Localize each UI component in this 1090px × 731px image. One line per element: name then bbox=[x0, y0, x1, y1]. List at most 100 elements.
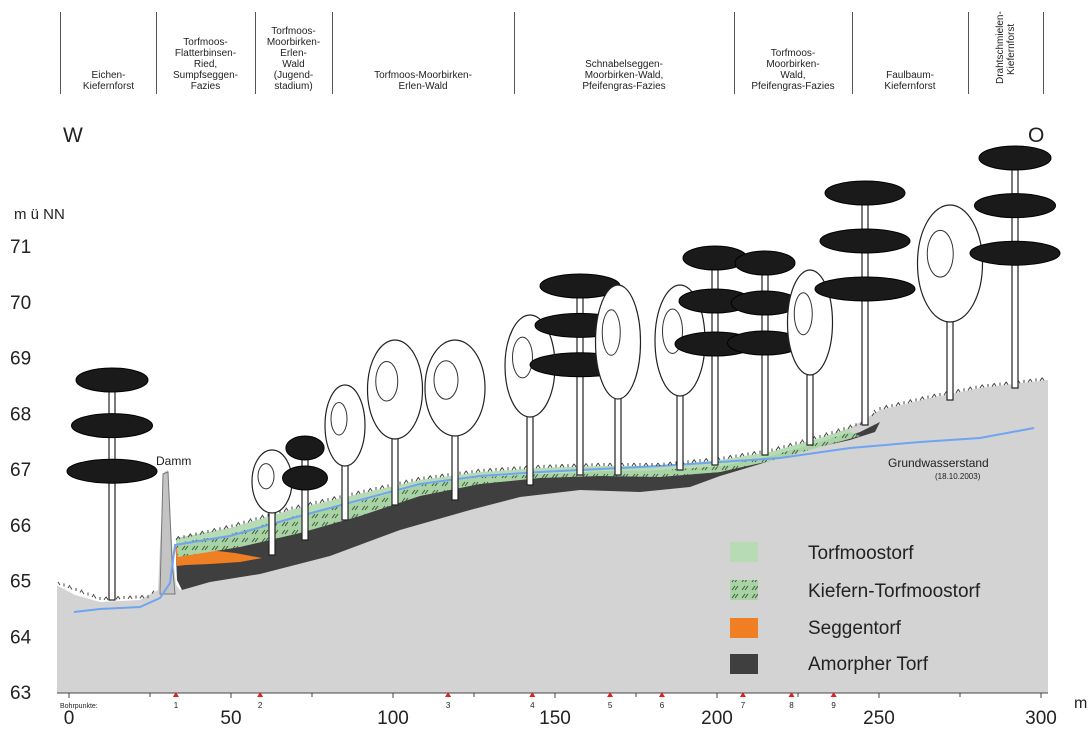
grass-blade bbox=[511, 466, 515, 471]
grass-blade bbox=[931, 394, 935, 398]
grass-blade bbox=[187, 534, 191, 538]
bohrpunkt-marker bbox=[788, 692, 795, 697]
grass-blade bbox=[573, 463, 577, 468]
grass-blade bbox=[57, 581, 61, 586]
broadleaf-tree bbox=[504, 314, 556, 486]
grass-blade bbox=[655, 462, 659, 467]
grass-blade bbox=[535, 464, 539, 469]
grass-blade bbox=[801, 439, 805, 443]
y-tick-label: 67 bbox=[10, 460, 31, 481]
bohrpunkt-label: 8 bbox=[789, 701, 794, 710]
grass-blade bbox=[283, 508, 287, 513]
broadleaf-tree bbox=[654, 284, 706, 471]
mineral-ground bbox=[57, 380, 1048, 693]
grass-blade bbox=[381, 484, 385, 489]
grass-blade bbox=[967, 387, 971, 391]
grass-blade bbox=[969, 386, 973, 390]
grundwasser-date: (18.10.2003) bbox=[935, 472, 981, 481]
bohrpunkt-label: 4 bbox=[530, 701, 535, 710]
zone-eichen-kiefernforst: Eichen- Kiefernforst bbox=[82, 70, 135, 92]
grass-blade bbox=[561, 463, 565, 468]
grass-blade bbox=[417, 476, 421, 481]
grass-blade bbox=[379, 485, 383, 490]
grass-blade bbox=[189, 533, 193, 537]
grass-blade bbox=[369, 487, 373, 492]
grass-blade bbox=[777, 445, 781, 450]
grass-blade bbox=[643, 462, 647, 467]
grass-blade bbox=[907, 400, 911, 404]
grass-blade bbox=[895, 402, 899, 407]
bohrpunkt-marker bbox=[607, 692, 614, 697]
grass-blade bbox=[247, 519, 251, 523]
legend-swatch-kiefern-torfmoostorf bbox=[730, 580, 758, 600]
grass-blade bbox=[633, 462, 637, 467]
grass-blade bbox=[319, 499, 323, 504]
grass-blade bbox=[813, 435, 817, 440]
grass-blade bbox=[583, 463, 587, 467]
bohrpunkt-marker bbox=[445, 692, 452, 697]
grass-blade bbox=[403, 480, 407, 484]
grass-blade bbox=[847, 425, 851, 430]
grass-blade bbox=[705, 457, 709, 462]
grass-blade bbox=[427, 475, 431, 480]
x-tick-label: 100 bbox=[377, 708, 409, 729]
groundwater-line bbox=[73, 427, 1035, 613]
bohrpunkt-marker bbox=[257, 692, 264, 697]
grass-blade bbox=[1029, 378, 1033, 383]
grass-blade bbox=[825, 432, 829, 436]
grass-blade bbox=[669, 461, 673, 466]
grundwasser-label: Grundwasserstand bbox=[888, 456, 989, 470]
grass-blade bbox=[979, 384, 983, 389]
grass-blade bbox=[837, 428, 841, 432]
legend-swatch-seggentorf bbox=[730, 618, 758, 638]
grass-blade bbox=[739, 453, 743, 458]
grass-blade bbox=[657, 462, 661, 467]
grass-blade bbox=[321, 498, 325, 503]
grass-blade bbox=[115, 596, 119, 600]
trees bbox=[66, 145, 1061, 601]
grass-blade bbox=[523, 465, 527, 470]
grass-blade bbox=[235, 522, 239, 527]
grass-blade bbox=[957, 388, 961, 393]
grass-blade bbox=[67, 584, 71, 589]
y-axis-label: m ü NN bbox=[14, 206, 65, 223]
grass-blade bbox=[571, 463, 575, 468]
x-tick-label: 250 bbox=[863, 708, 895, 729]
y-tick-label: 65 bbox=[10, 572, 31, 593]
zone-faulbaum-kiefernforst: Faulbaum- Kiefernforst bbox=[884, 70, 936, 92]
grass-blade bbox=[225, 525, 229, 529]
pine-tree bbox=[66, 367, 158, 601]
grass-blade bbox=[883, 405, 887, 410]
grass-blade bbox=[775, 447, 779, 451]
grass-blade bbox=[331, 496, 335, 501]
west-label: W bbox=[63, 124, 83, 147]
bohrpunkte-label: Bohrpunkte: bbox=[60, 703, 98, 710]
grass-blade bbox=[103, 596, 107, 601]
grass-blade bbox=[127, 595, 131, 600]
damm bbox=[159, 471, 176, 595]
x-tick-label: 50 bbox=[220, 708, 241, 729]
grass-blade bbox=[367, 488, 371, 493]
grass-blade bbox=[465, 470, 469, 474]
grass-blade bbox=[981, 384, 985, 388]
grass-blade bbox=[499, 467, 503, 471]
grass-blade bbox=[703, 458, 707, 462]
grass-blade bbox=[477, 468, 481, 473]
grass-blade bbox=[489, 467, 493, 472]
legend-label-seggentorf: Seggentorf bbox=[808, 618, 902, 639]
y-tick-label: 63 bbox=[10, 683, 31, 704]
grass-blade bbox=[595, 462, 599, 467]
grass-blade bbox=[129, 595, 133, 599]
x-axis-unit: m bbox=[1074, 695, 1087, 712]
zone-torfmoos-flatterbinsen-ried: Torfmoos- Flatterbinsen- Ried, Sumpfsegg… bbox=[172, 37, 239, 92]
grass-blade bbox=[1003, 381, 1007, 386]
bohrpunkt-marker bbox=[658, 692, 665, 697]
broadleaf-tree bbox=[366, 339, 424, 506]
grass-blade bbox=[609, 462, 613, 467]
grass-blade bbox=[297, 504, 301, 508]
legend-swatch-torfmoostorf bbox=[730, 542, 758, 562]
bohrpunkt-label: 5 bbox=[608, 701, 613, 710]
